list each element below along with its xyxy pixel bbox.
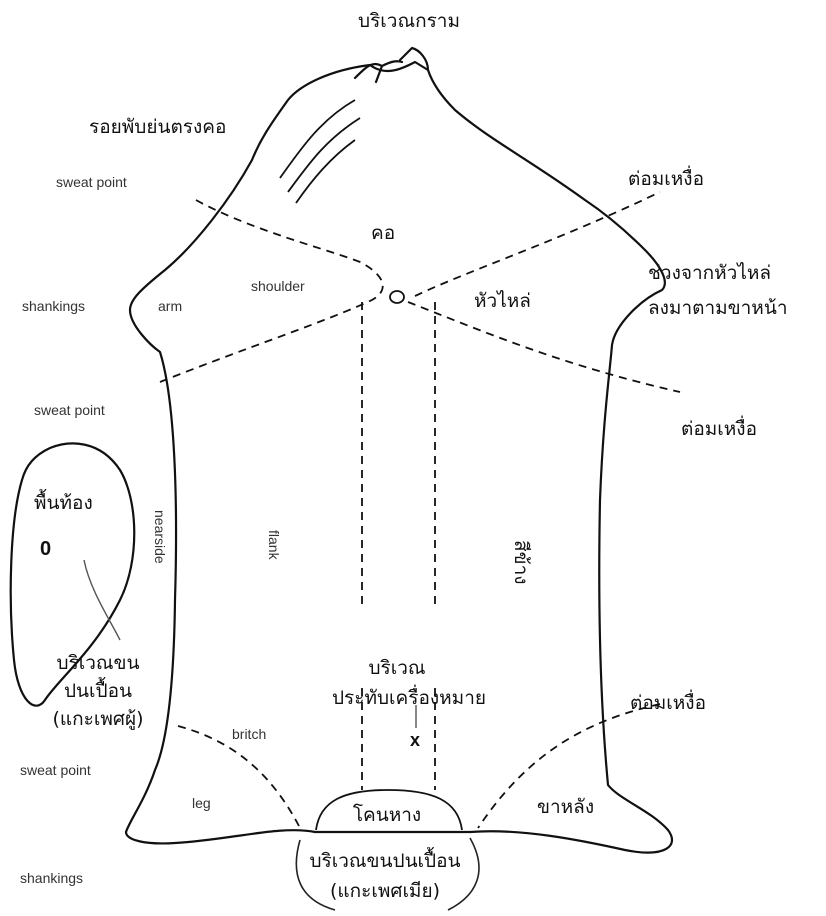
label-sweat-gland-top: ต่อมเหงื่อ <box>628 164 704 194</box>
center-ring-mark <box>390 291 404 303</box>
label-brand-area-line1: บริเวณ <box>368 653 425 683</box>
label-shoulder-range-line2: ลงมาตามขาหน้า <box>648 293 788 323</box>
label-leg: leg <box>192 795 211 811</box>
label-neck-wrinkles: รอยพับย่นตรงคอ <box>89 112 226 142</box>
label-shankings-2: shankings <box>20 870 83 886</box>
fleece-outline <box>126 62 672 853</box>
label-shankings-1: shankings <box>22 298 85 314</box>
label-tail-base: โคนหาง <box>353 800 421 830</box>
label-britch: britch <box>232 726 266 742</box>
label-stained-wool-female-line2: (แกะเพศเมีย) <box>330 876 440 906</box>
label-stained-wool-male-line3: (แกะเพศผู้) <box>53 704 144 734</box>
label-sweat-gland-mid: ต่อมเหงื่อ <box>681 414 757 444</box>
label-sweat-gland-bottom: ต่อมเหงื่อ <box>630 688 706 718</box>
label-neck: คอ <box>371 218 395 248</box>
label-flank: flank <box>266 530 282 560</box>
label-sweat-point-3: sweat point <box>20 762 91 778</box>
label-side: สีข้าง <box>506 540 536 585</box>
label-sweat-point-2: sweat point <box>34 402 105 418</box>
label-arm: arm <box>158 298 182 314</box>
label-stained-wool-male-line2: ปนเปื้อน <box>64 676 132 706</box>
label-stained-wool-female-line1: บริเวณขนปนเปื้อน <box>309 846 460 876</box>
label-stained-wool-male-line1: บริเวณขน <box>56 648 139 678</box>
label-belly: พื้นท้อง <box>34 488 93 518</box>
label-sweat-point-1: sweat point <box>56 174 127 190</box>
neck-wrinkle-lines <box>280 100 360 203</box>
label-brand-area-line2: ประทับเครื่องหมาย <box>332 683 486 713</box>
label-jaw-area: บริเวณกราม <box>358 6 460 36</box>
label-hind-leg: ขาหลัง <box>537 792 594 822</box>
label-nearside: nearside <box>152 510 168 564</box>
jaw-flap-mid <box>382 61 402 66</box>
label-shoulder-th: หัวไหล่ <box>474 286 531 316</box>
label-shoulder-en: shoulder <box>251 278 305 294</box>
label-shoulder-range-line1: ช่วงจากหัวไหล่ <box>648 258 771 288</box>
male-stain-mark: 0 <box>40 538 51 561</box>
brand-mark-x: x <box>410 730 420 751</box>
